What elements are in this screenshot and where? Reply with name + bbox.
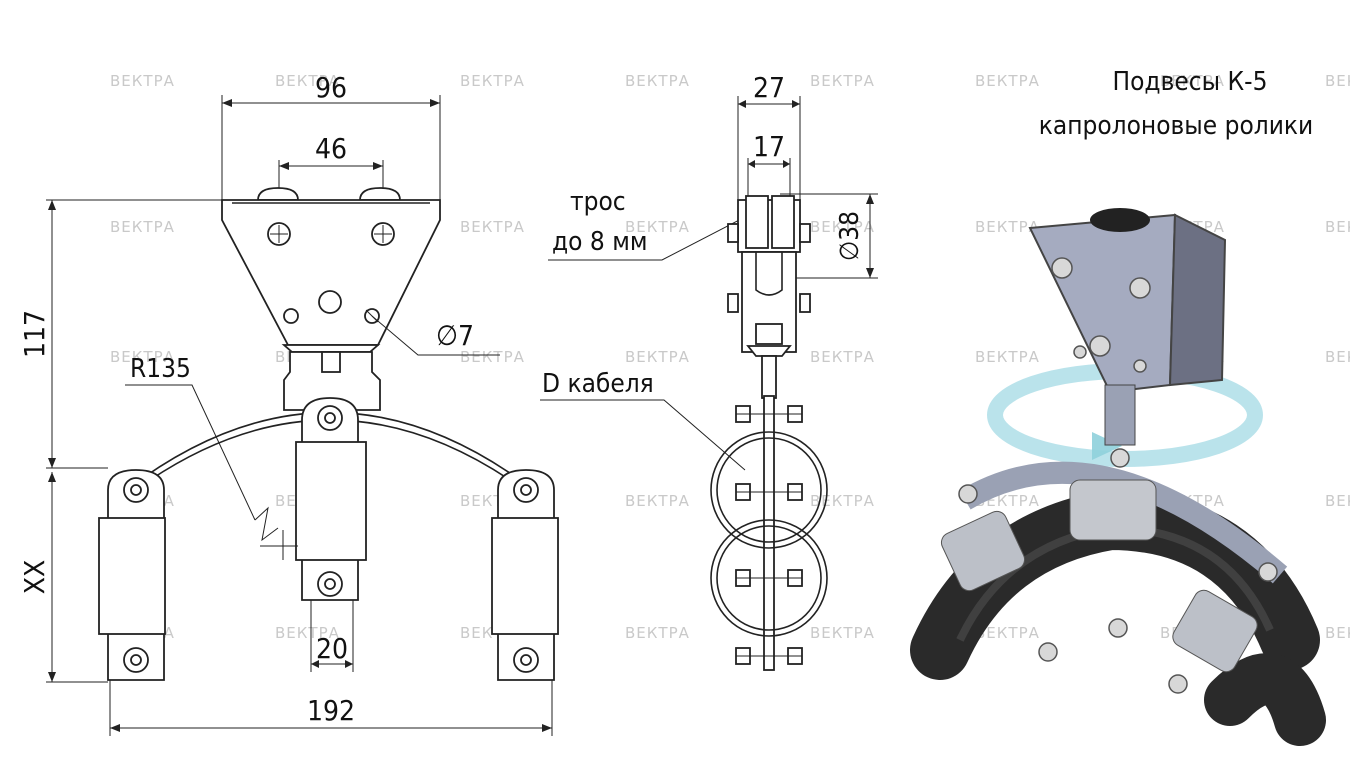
watermark-text: ВЕКТРА bbox=[975, 624, 1040, 642]
watermark-text: ВЕКТРА bbox=[810, 72, 875, 90]
dim-20: 20 bbox=[316, 632, 348, 665]
watermark-text: ВЕКТРА bbox=[1325, 72, 1350, 90]
watermark-text: ВЕКТРА bbox=[1160, 72, 1225, 90]
watermark-text: ВЕКТРА bbox=[810, 218, 875, 236]
dim-117: 117 bbox=[18, 310, 51, 358]
dim-192: 192 bbox=[307, 694, 355, 727]
dim-roller-38: ∅38 bbox=[835, 211, 865, 261]
dim-17: 17 bbox=[753, 130, 785, 163]
watermark-text: ВЕКТРА bbox=[1325, 218, 1350, 236]
watermark-text: ВЕКТРА bbox=[810, 348, 875, 366]
caption-line2: капролоновые ролики bbox=[1039, 111, 1314, 141]
dim-27: 27 bbox=[753, 71, 785, 104]
dim-96: 96 bbox=[315, 71, 347, 104]
watermark-text: ВЕКТРА bbox=[110, 348, 175, 366]
watermark-text: ВЕКТРА bbox=[975, 72, 1040, 90]
caption-line1: Подвесы К-5 bbox=[1113, 67, 1268, 97]
watermark-text: ВЕКТРА bbox=[625, 492, 690, 510]
watermark-text: ВЕКТРА bbox=[810, 624, 875, 642]
dim-hole-7: ∅7 bbox=[436, 319, 474, 352]
watermark-text: ВЕКТРА bbox=[110, 218, 175, 236]
label-cable-size: до 8 мм bbox=[552, 227, 648, 257]
watermark-text: ВЕКТРА bbox=[625, 624, 690, 642]
watermark-text: ВЕКТРА bbox=[1325, 492, 1350, 510]
watermark-text: ВЕКТРА bbox=[625, 348, 690, 366]
dim-46: 46 bbox=[315, 132, 347, 165]
hole-icon bbox=[283, 308, 299, 324]
watermark-text: ВЕКТРА bbox=[625, 72, 690, 90]
watermark-text: ВЕКТРА bbox=[625, 218, 690, 236]
watermark-text: ВЕКТРА bbox=[460, 72, 525, 90]
watermark-text: ВЕКТРА bbox=[275, 72, 340, 90]
mount-plate bbox=[221, 199, 441, 346]
watermark-text: ВЕКТРА bbox=[460, 348, 525, 366]
dim-xx: XX bbox=[18, 560, 51, 595]
watermark-text: ВЕКТРА bbox=[110, 72, 175, 90]
product-render bbox=[910, 208, 1326, 746]
watermark-text: ВЕКТРА bbox=[1325, 624, 1350, 642]
bolt-icon bbox=[318, 290, 342, 314]
watermark-text: ВЕКТРА bbox=[975, 348, 1040, 366]
watermark-text: ВЕКТРА bbox=[460, 218, 525, 236]
label-cable-diameter: D кабеля bbox=[542, 369, 654, 399]
front-view: 96 46 ∅7 bbox=[18, 71, 559, 736]
side-view: 27 17 ∅38 трос до 8 мм D bbox=[540, 71, 878, 671]
watermark-text: ВЕКТРА bbox=[975, 218, 1040, 236]
watermark-text: ВЕКТРА bbox=[1325, 348, 1350, 366]
watermark-text: ВЕКТРА bbox=[275, 624, 340, 642]
label-cable: трос bbox=[570, 187, 626, 217]
dim-r135: R135 bbox=[130, 354, 191, 384]
